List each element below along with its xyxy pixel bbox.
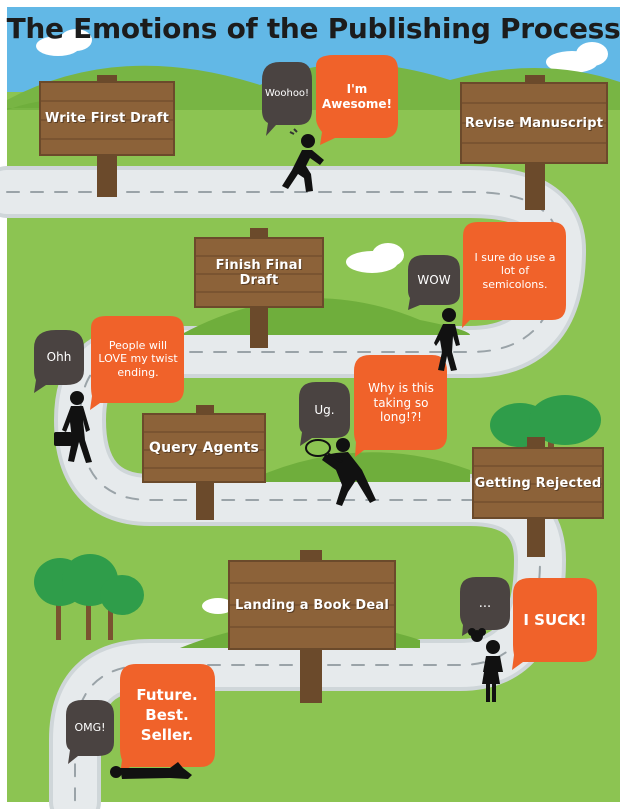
bubble-im-awesome: I'm Awesome! bbox=[321, 82, 392, 111]
bubble-why-so-long: Why is this taking so long!?! bbox=[368, 381, 434, 425]
sign-write-first-draft: Write First Draft bbox=[39, 81, 175, 156]
person-walking-icon bbox=[434, 308, 460, 371]
cloud-icon bbox=[36, 29, 608, 73]
person-running-icon bbox=[282, 134, 324, 192]
speech-bubbles bbox=[34, 55, 597, 775]
bubble-twist-ending: People will LOVE my twist ending. bbox=[98, 339, 178, 379]
bubble-future-best-seller: Future. Best. Seller. bbox=[136, 685, 198, 745]
trees-left bbox=[34, 554, 144, 640]
bubble-ellipsis: ... bbox=[478, 595, 492, 611]
person-standing-icon bbox=[468, 628, 503, 702]
bubble-ug: Ug. bbox=[314, 402, 335, 417]
person-lying-icon bbox=[110, 762, 192, 779]
person-net-icon bbox=[305, 438, 376, 506]
bubble-wow: WOW bbox=[417, 272, 451, 287]
bubble-ohh: Ohh bbox=[46, 350, 72, 365]
bubble-omg: OMG! bbox=[74, 721, 106, 735]
person-briefcase-icon bbox=[54, 391, 92, 463]
sweat-icon bbox=[289, 128, 298, 135]
bubble-semicolons: I sure do use a lot of semicolons. bbox=[474, 251, 556, 291]
bubble-i-suck: I SUCK! bbox=[523, 611, 587, 629]
sign-finish-final-draft: Finish Final Draft bbox=[194, 237, 324, 308]
page-title: The Emotions of the Publishing Process bbox=[6, 12, 621, 45]
sign-getting-rejected: Getting Rejected bbox=[472, 447, 604, 519]
sign-landing-a-book-deal: Landing a Book Deal bbox=[228, 560, 396, 650]
sign-revise-manuscript: Revise Manuscript bbox=[460, 82, 608, 164]
bubble-woohoo: Woohoo! bbox=[264, 87, 310, 99]
sign-query-agents: Query Agents bbox=[142, 413, 266, 483]
